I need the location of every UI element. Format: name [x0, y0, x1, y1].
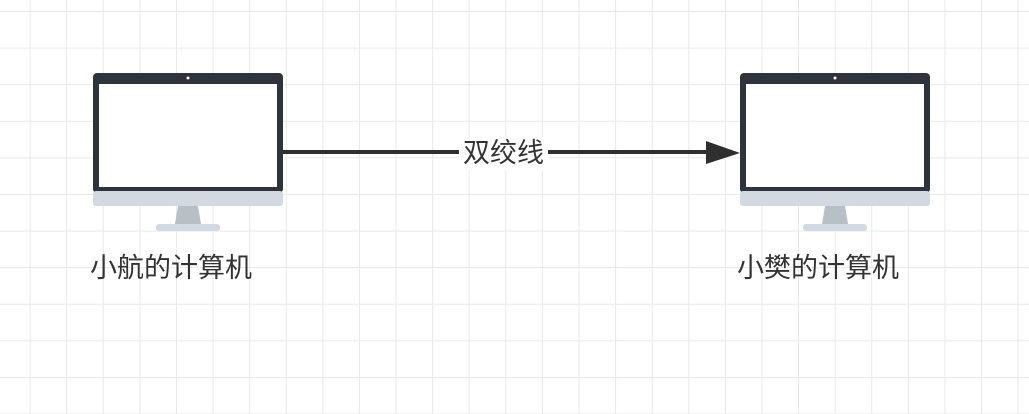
arrowhead-icon [706, 141, 740, 164]
edge-label: 双绞线 [459, 137, 548, 171]
right-computer-label: 小樊的计算机 [737, 253, 899, 284]
right-computer-icon [740, 73, 930, 231]
left-computer-label: 小航的计算机 [90, 253, 252, 284]
left-computer-icon [93, 73, 283, 231]
